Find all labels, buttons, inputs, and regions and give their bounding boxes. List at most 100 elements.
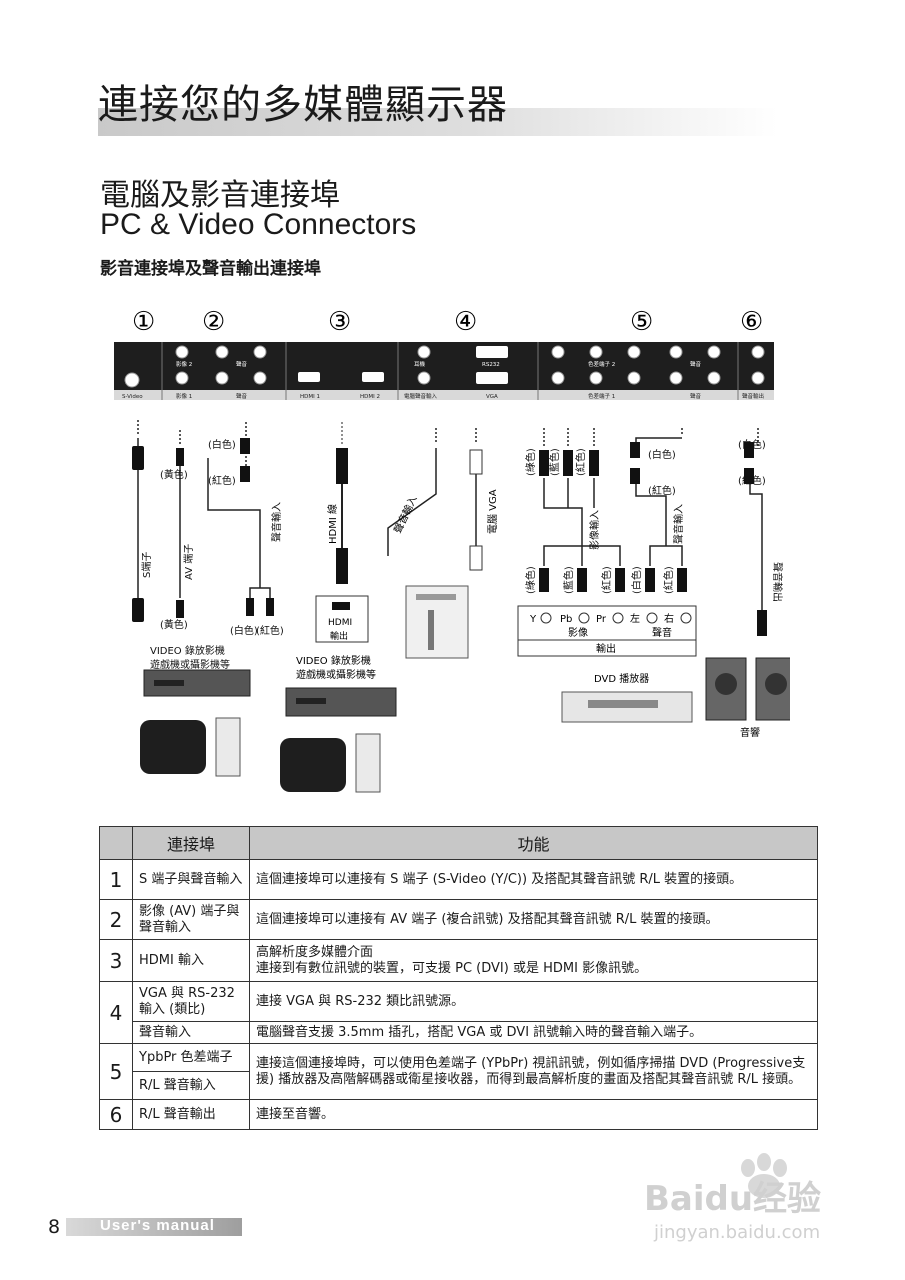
devices: 音響	[140, 657, 790, 793]
row-port: YpbPr 色差端子	[132, 1043, 250, 1072]
row-num: 4	[99, 981, 133, 1044]
svg-text:(紅色): (紅色)	[600, 566, 613, 594]
svg-text:(白色): (白色)	[630, 566, 643, 594]
row-num: 2	[99, 899, 133, 940]
port-markers: ① ② ③ ④ ⑤ ⑥	[132, 307, 763, 337]
row-function: 這個連接埠可以連接有 AV 端子 (複合訊號) 及搭配其聲音訊號 R/L 裝置的…	[249, 899, 818, 940]
svg-text:色差端子 1: 色差端子 1	[588, 392, 615, 400]
svg-text:影像輸入: 影像輸入	[588, 510, 601, 550]
av-plug-bottom	[176, 600, 184, 618]
svg-text:HDMI 線: HDMI 線	[326, 504, 339, 544]
dvd-player-label: DVD 播放器	[594, 672, 649, 685]
row-port: S 端子與聲音輸入	[132, 859, 250, 900]
row-num: 5	[99, 1043, 133, 1100]
row-num: 3	[99, 939, 133, 982]
svg-text:右: 右	[664, 612, 674, 625]
svg-text:聲音: 聲音	[690, 392, 702, 400]
hdmi1-port	[298, 372, 320, 382]
svg-text:遊戲機或攝影機等: 遊戲機或攝影機等	[150, 658, 230, 671]
table-row: 6 R/L 聲音輸出 連接至音響。	[99, 1099, 818, 1130]
table-row: 4 VGA 與 RS-232 輸入 (類比) 連接 VGA 與 RS-232 類…	[99, 981, 818, 1044]
svg-text:(紅色): (紅色)	[648, 484, 676, 497]
connection-diagram: ① ② ③ ④ ⑤ ⑥	[114, 307, 790, 793]
row-function: 連接這個連接埠時，可以使用色差端子 (YPbPr) 視訊訊號，例如循序掃描 DV…	[249, 1043, 818, 1100]
connector-table: 連接埠 功能 1 S 端子與聲音輸入 這個連接埠可以連接有 S 端子 (S-Vi…	[99, 826, 818, 1130]
page-number: 8	[48, 1216, 61, 1238]
svg-text:聲音: 聲音	[236, 360, 248, 368]
table-header-row: 連接埠 功能	[99, 826, 818, 860]
svg-text:聲音輸入: 聲音輸入	[270, 502, 283, 542]
svg-text:影像: 影像	[568, 627, 588, 639]
svg-text:VIDEO 錄放影機: VIDEO 錄放影機	[150, 644, 225, 657]
marker-4: ④	[454, 307, 477, 337]
header-port: 連接埠	[132, 826, 250, 860]
header-num	[99, 826, 133, 860]
component-cables	[543, 428, 763, 610]
svg-text:(紅色): (紅色)	[256, 624, 284, 637]
svg-text:HDMI 2: HDMI 2	[360, 394, 380, 400]
page-title: 連接您的多媒體顯示器	[98, 82, 508, 128]
row-function: 高解析度多媒體介面 連接到有數位訊號的裝置，可支援 PC (DVI) 或是 HD…	[249, 939, 818, 982]
svg-text:RS232: RS232	[482, 362, 500, 368]
camcorder-a-icon	[140, 720, 206, 774]
title-band	[98, 108, 778, 136]
svg-text:聲音輸出: 聲音輸出	[771, 562, 784, 602]
svg-text:(白色): (白色)	[738, 438, 766, 451]
table-row: 3 HDMI 輸入 高解析度多媒體介面 連接到有數位訊號的裝置，可支援 PC (…	[99, 939, 818, 982]
svg-text:(藍色): (藍色)	[548, 448, 561, 476]
svg-text:(白色): (白色)	[230, 624, 258, 637]
row-port: R/L 聲音輸出	[132, 1099, 250, 1130]
table-row: 5 YpbPr 色差端子 連接這個連接埠時，可以使用色差端子 (YPbPr) 視…	[99, 1043, 818, 1100]
svg-text:輸出: 輸出	[596, 642, 616, 655]
svg-text:(紅色): (紅色)	[208, 474, 236, 487]
svg-text:(黃色): (黃色)	[160, 618, 188, 631]
svg-text:聲音輸出: 聲音輸出	[742, 392, 764, 400]
table-row: 2 影像 (AV) 端子與聲音輸入 這個連接埠可以連接有 AV 端子 (複合訊號…	[99, 899, 818, 940]
svg-text:AV 端子: AV 端子	[182, 544, 195, 580]
section-title-zh: 電腦及影音連接埠	[100, 178, 340, 213]
footer-manual-label: User's manual	[100, 1217, 215, 1234]
svg-text:HDMI 1: HDMI 1	[300, 394, 320, 400]
pc-cables	[387, 428, 477, 556]
row-num: 1	[99, 859, 133, 900]
header-function: 功能	[249, 826, 818, 860]
table-row: R/L 聲音輸入	[100, 1071, 818, 1100]
svg-text:HDMI: HDMI	[328, 618, 352, 628]
marker-1: ①	[132, 307, 155, 337]
svideo-plug-top	[132, 446, 144, 470]
camcorder-b-icon	[280, 738, 346, 792]
svg-text:Y: Y	[529, 614, 537, 625]
row-num: 6	[99, 1099, 133, 1130]
watermark-url: jingyan.baidu.com	[653, 1222, 820, 1243]
marker-5: ⑤	[630, 307, 653, 337]
table-row: 聲音輸入 電腦聲音支援 3.5mm 插孔，搭配 VGA 或 DVI 訊號輸入時的…	[100, 1021, 818, 1044]
svideo-plug-bottom	[132, 598, 144, 622]
svg-text:聲音輸入: 聲音輸入	[391, 494, 420, 536]
svg-text:(白色): (白色)	[208, 438, 236, 451]
hdmi-cable: HDMI 線 HDMI 輸出 VIDEO 錄放影機 遊戲機或攝影機等	[296, 422, 376, 681]
svg-text:(紅色): (紅色)	[662, 566, 675, 594]
game-console-b-icon	[355, 733, 381, 793]
svg-text:耳機: 耳機	[414, 360, 426, 368]
svg-text:(紅色): (紅色)	[574, 448, 587, 476]
svg-text:電腦 VGA: 電腦 VGA	[486, 489, 499, 534]
row-port: VGA 與 RS-232 輸入 (類比)	[132, 981, 250, 1022]
audio-plug-white	[240, 438, 250, 454]
section-title-en: PC & Video Connectors	[100, 208, 417, 241]
row-port: HDMI 輸入	[132, 939, 250, 982]
svg-text:影像 1: 影像 1	[176, 392, 192, 400]
row-port: 影像 (AV) 端子與聲音輸入	[132, 899, 250, 940]
svg-text:電腦聲音輸入: 電腦聲音輸入	[404, 392, 438, 400]
section-subtitle: 影音連接埠及聲音輸出連接埠	[100, 259, 321, 279]
back-panel: 影像 2 聲音 耳機 RS232 色差端子 2 聲音 S-Video 影像 1 …	[114, 342, 774, 400]
rs232-port	[476, 346, 508, 358]
table-row: 1 S 端子與聲音輸入 這個連接埠可以連接有 S 端子 (S-Video (Y/…	[99, 859, 818, 900]
svg-text:左: 左	[630, 612, 640, 625]
speakers-label: 音響	[740, 726, 760, 739]
svg-text:色差端子 2: 色差端子 2	[588, 360, 615, 368]
svg-text:Pb: Pb	[560, 614, 572, 625]
svg-text:VGA: VGA	[486, 394, 498, 400]
svg-text:S端子: S端子	[140, 552, 153, 578]
marker-6: ⑥	[740, 307, 763, 337]
svg-text:輸出: 輸出	[330, 630, 348, 642]
